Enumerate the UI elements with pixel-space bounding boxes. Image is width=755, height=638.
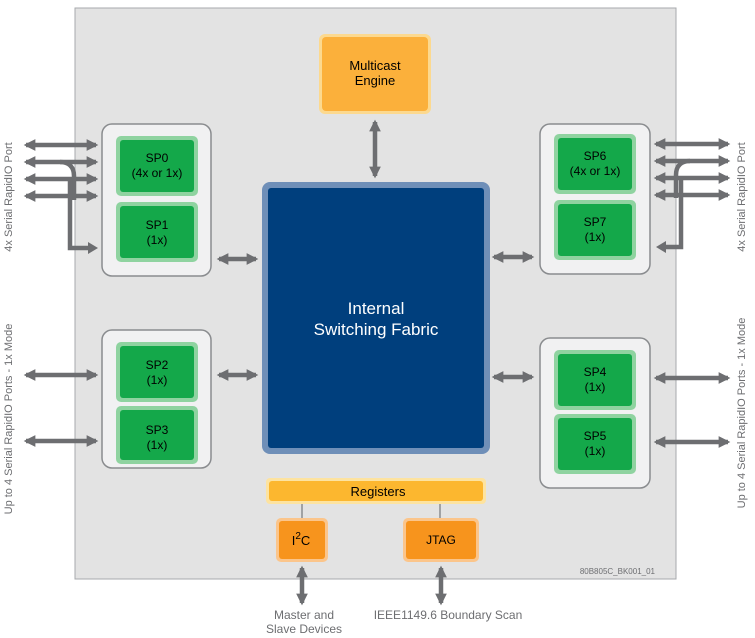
sp2-name: SP2: [146, 358, 169, 372]
sp1-name: SP1: [146, 218, 169, 232]
figure-id-label: 80B805C_BK001_01: [580, 567, 656, 576]
jtag-label: JTAG: [426, 533, 456, 547]
right-lane-to-sp7: [664, 179, 684, 250]
port-sp6: SP6 (4x or 1x): [554, 134, 636, 194]
fabric-label-line2: Switching Fabric: [314, 320, 439, 339]
i2c-block: I2C: [276, 518, 328, 562]
master-devices-label-line2: Slave Devices: [266, 622, 342, 636]
sp7-mode: (1x): [585, 230, 606, 244]
sp3-name: SP3: [146, 423, 169, 437]
sp0-name: SP0: [146, 151, 169, 165]
port-sp7: SP7 (1x): [554, 200, 636, 260]
sp5-mode: (1x): [585, 444, 606, 458]
master-devices-label-line1: Master and: [274, 608, 334, 622]
switching-fabric-block: Internal Switching Fabric: [262, 182, 490, 454]
left-sp1-arrowhead: [88, 242, 98, 254]
right-sp7-arrowhead: [656, 241, 666, 253]
jtag-block: JTAG: [403, 518, 479, 562]
sp6-name: SP6: [584, 149, 607, 163]
port-sp1: SP1 (1x): [116, 202, 198, 262]
registers-label: Registers: [351, 484, 406, 499]
multicast-label-line1: Multicast: [349, 58, 401, 73]
side-label-left-top: 4x Serial RapidIO Port: [3, 142, 15, 251]
sp4-name: SP4: [584, 365, 607, 379]
side-label-right-bottom: Up to 4 Serial RapidIO Ports - 1x Mode: [736, 318, 748, 509]
port-sp5: SP5 (1x): [554, 414, 636, 474]
right-lane-crossover: [673, 158, 691, 198]
sp6-mode: (4x or 1x): [570, 164, 621, 178]
sp5-name: SP5: [584, 429, 607, 443]
left-lane-crossover: [59, 159, 77, 200]
port-sp0: SP0 (4x or 1x): [116, 136, 198, 196]
sp1-mode: (1x): [147, 233, 168, 247]
port-sp3: SP3 (1x): [116, 406, 198, 464]
i2c-label: I2C: [292, 531, 311, 548]
side-label-right-top: 4x Serial RapidIO Port: [736, 142, 748, 251]
left-lane-to-sp1: [67, 180, 90, 251]
sp2-mode: (1x): [147, 373, 168, 387]
fabric-label-line1: Internal: [348, 299, 405, 318]
multicast-engine-block: Multicast Engine: [319, 34, 431, 114]
sp3-mode: (1x): [147, 438, 168, 452]
boundary-scan-label: IEEE1149.6 Boundary Scan: [374, 608, 523, 622]
registers-block: Registers: [266, 478, 486, 504]
sp0-mode: (4x or 1x): [132, 166, 183, 180]
port-sp4: SP4 (1x): [554, 350, 636, 410]
multicast-label-line2: Engine: [355, 73, 395, 88]
sp4-mode: (1x): [585, 380, 606, 394]
sp7-name: SP7: [584, 215, 607, 229]
port-sp2: SP2 (1x): [116, 342, 198, 402]
side-label-left-bottom: Up to 4 Serial RapidIO Ports - 1x Mode: [3, 324, 15, 515]
